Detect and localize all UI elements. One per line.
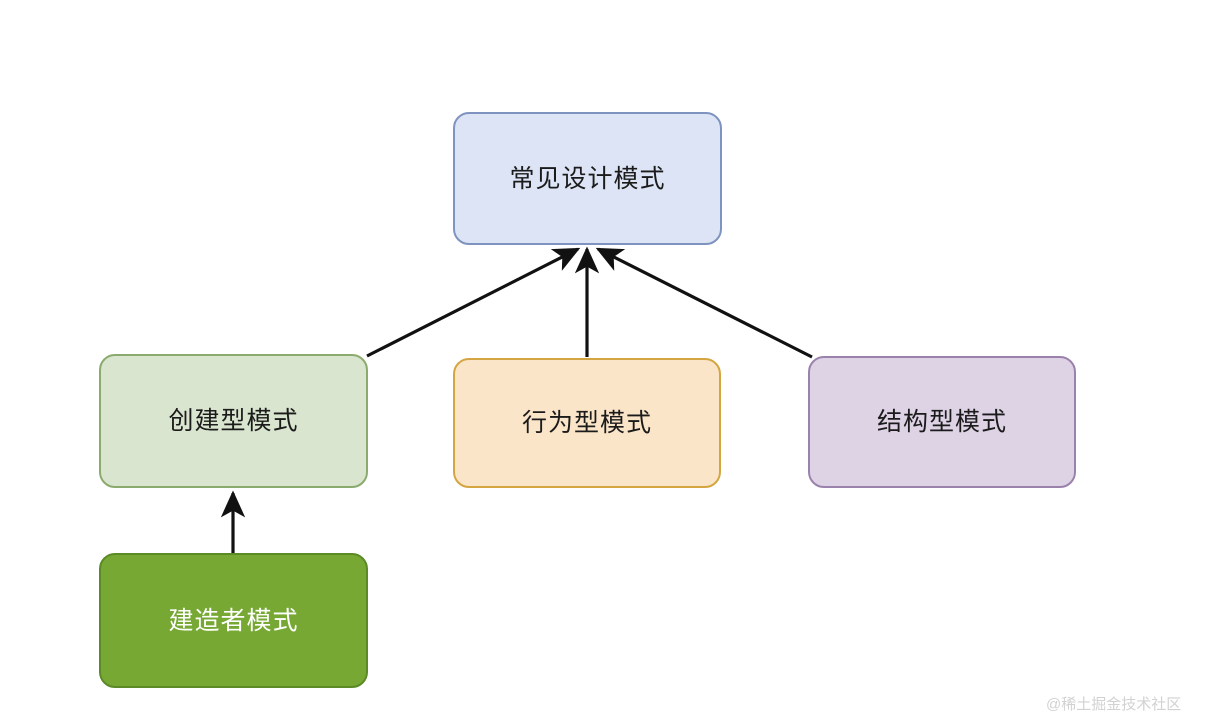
node-structural-label: 结构型模式 <box>876 408 1007 436</box>
node-root-label: 常见设计模式 <box>509 164 666 193</box>
node-structural[interactable]: 结构型模式 <box>808 356 1076 488</box>
node-creational[interactable]: 创建型模式 <box>99 354 368 488</box>
node-builder[interactable]: 建造者模式 <box>99 553 368 688</box>
node-root[interactable]: 常见设计模式 <box>453 112 722 245</box>
edge-creational-to-root <box>366 247 581 358</box>
watermark: @稀土掘金技术社区 <box>1046 696 1182 713</box>
node-creational-label: 创建型模式 <box>168 407 299 435</box>
node-builder-label: 建造者模式 <box>168 606 299 635</box>
node-behavioral[interactable]: 行为型模式 <box>453 358 721 488</box>
edge-structural-to-root <box>595 247 813 359</box>
node-behavioral-label: 行为型模式 <box>521 409 652 437</box>
